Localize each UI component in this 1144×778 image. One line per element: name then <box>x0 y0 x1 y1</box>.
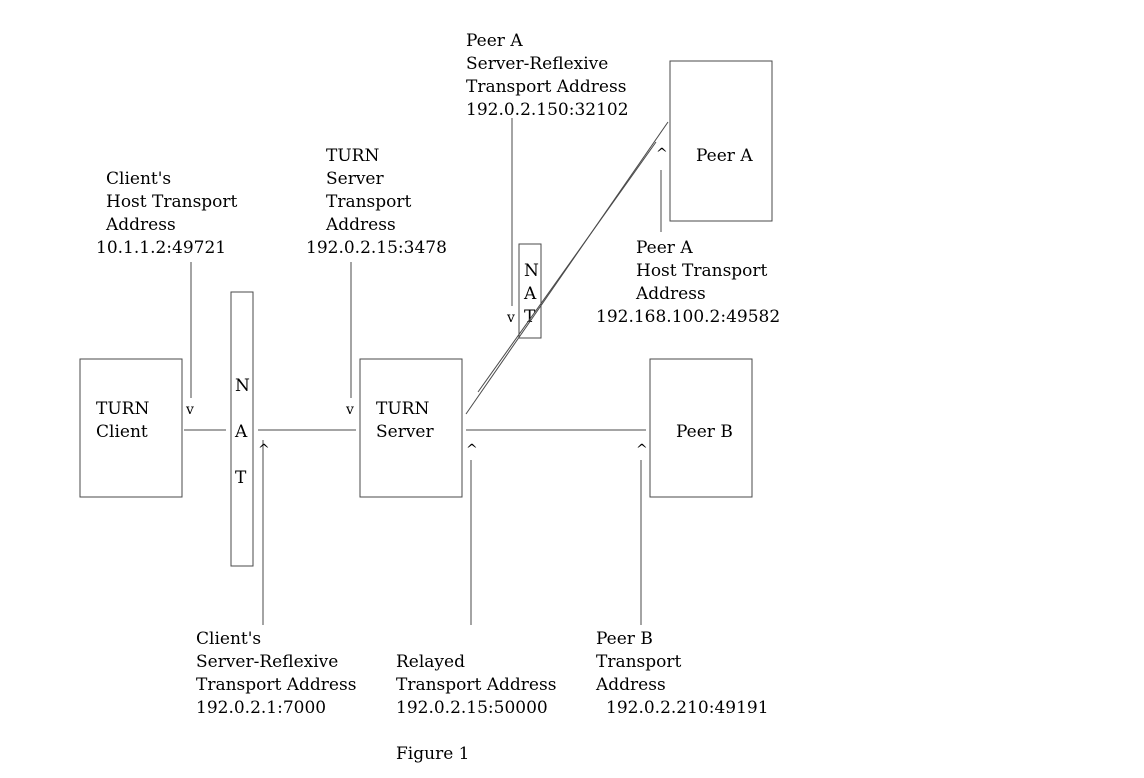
label-relayed-address: Relayed Transport Address 192.0.2.15:500… <box>396 652 556 718</box>
label-peer-b-address: Peer B Transport Address 192.0.2.210:491… <box>595 629 769 718</box>
connection-lines <box>184 121 669 431</box>
server-to-peer-a-link-2 <box>477 141 657 393</box>
svg-text:v: v <box>345 402 354 418</box>
label-line: 192.0.2.1:7000 <box>196 698 326 718</box>
svg-text:^: ^ <box>656 146 668 162</box>
label-peer-a-host-address: Peer A Host Transport Address 192.168.10… <box>596 238 780 327</box>
label-line: Client's <box>106 169 171 189</box>
label-line: 192.0.2.150:32102 <box>466 100 629 120</box>
peer-b-box: Peer B <box>649 358 753 498</box>
label-line: Address <box>595 675 666 695</box>
label-line: Transport <box>596 652 682 672</box>
label-line: TURN <box>326 146 379 166</box>
label-client-srflx-address: Client's Server-Reflexive Transport Addr… <box>196 629 356 718</box>
label-line: Host Transport <box>636 261 768 281</box>
label-line: 10.1.1.2:49721 <box>96 238 226 258</box>
label-line: Client's <box>196 629 261 649</box>
label-turn-server-address: TURN Server Transport Address 192.0.2.15… <box>306 146 447 258</box>
label-line: Server <box>326 169 384 189</box>
svg-text:v: v <box>185 402 194 418</box>
turn-client-label-line1: TURN <box>96 399 149 419</box>
client-nat-letter-a: A <box>234 422 248 442</box>
label-line: 192.0.2.210:49191 <box>606 698 769 718</box>
svg-text:^: ^ <box>466 442 478 458</box>
label-line: Transport Address <box>466 77 626 97</box>
turn-server-label-line1: TURN <box>376 399 429 419</box>
turn-server-label-line2: Server <box>376 422 434 442</box>
peer-a-label: Peer A <box>696 146 753 166</box>
peer-a-nat-letter-n: N <box>524 261 539 281</box>
client-nat-letter-n: N <box>235 376 250 396</box>
label-line: Peer A <box>636 238 693 258</box>
label-line: Host Transport <box>106 192 238 212</box>
label-line: Server-Reflexive <box>466 54 608 74</box>
label-line: Transport <box>326 192 412 212</box>
peer-a-nat-letter-a: A <box>523 284 537 304</box>
peer-a-nat-letter-t: T <box>524 307 536 327</box>
label-peer-a-srflx-address: Peer A Server-Reflexive Transport Addres… <box>466 31 629 120</box>
label-line: Server-Reflexive <box>196 652 338 672</box>
turn-client-label-line2: Client <box>96 422 148 442</box>
figure-caption: Figure 1 <box>396 744 469 764</box>
label-line: 192.0.2.15:3478 <box>306 238 447 258</box>
label-line: 192.0.2.15:50000 <box>396 698 548 718</box>
leader-lines: v v v ^ ^ ^ ^ <box>185 118 668 625</box>
peer-a-box: Peer A <box>669 60 773 222</box>
peer-b-label: Peer B <box>676 422 733 442</box>
label-line: Relayed <box>396 652 465 672</box>
label-line: Address <box>635 284 706 304</box>
label-line: Address <box>105 215 176 235</box>
label-line: Peer B <box>596 629 653 649</box>
client-nat: N A T <box>230 291 264 625</box>
label-line: 192.168.100.2:49582 <box>596 307 780 327</box>
label-line: Transport Address <box>396 675 556 695</box>
client-nat-letter-t: T <box>235 468 247 488</box>
label-line: Peer A <box>466 31 523 51</box>
peer-a-nat: N A T <box>518 243 542 339</box>
svg-text:^: ^ <box>258 442 270 458</box>
label-client-host-address: Client's Host Transport Address 10.1.1.2… <box>96 169 238 258</box>
turn-server-box: TURN Server <box>359 358 463 498</box>
label-line: Address <box>325 215 396 235</box>
server-to-peer-a-link-1 <box>465 121 669 415</box>
svg-text:^: ^ <box>636 442 648 458</box>
label-line: Transport Address <box>196 675 356 695</box>
turn-client-box: TURN Client <box>79 358 183 498</box>
svg-text:v: v <box>506 310 515 326</box>
